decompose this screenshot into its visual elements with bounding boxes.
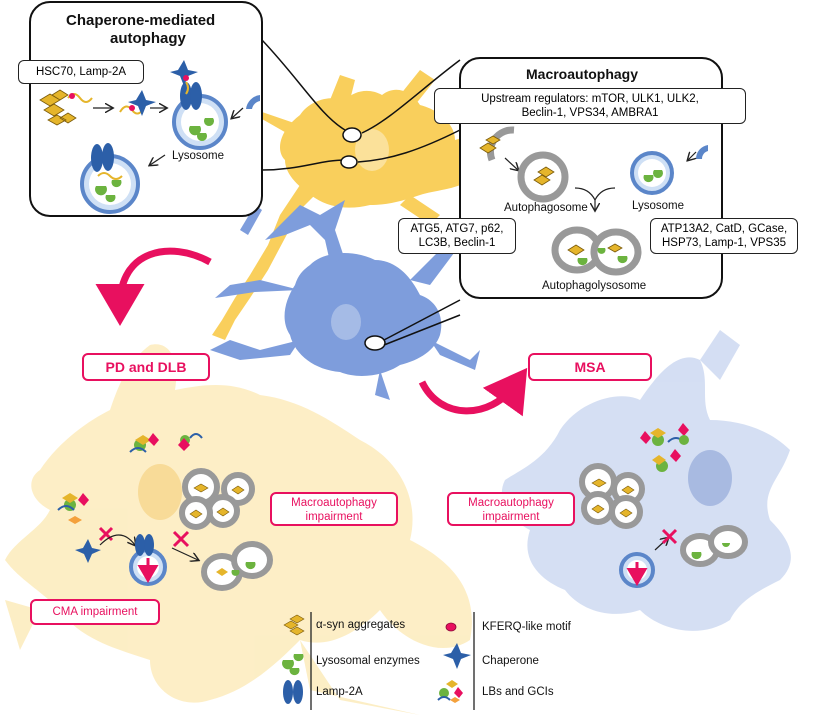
faded-blue-nucleus	[688, 450, 732, 506]
macro-autophagosome	[517, 151, 569, 203]
pd-macro-impairment-line2: impairment	[305, 511, 363, 523]
cma-arrow-3	[232, 107, 244, 118]
legend-label-lamp2a: Lamp-2A	[316, 686, 363, 698]
macro-lysosome-label: Lysosome	[632, 200, 684, 212]
macro-upstream-line2: Beclin-1, VPS34, AMBRA1	[521, 107, 659, 119]
macro-right-markers-box: ATP13A2, CatD, GCase, HSP73, Lamp-1, VPS…	[650, 218, 798, 254]
blue-neuron	[210, 200, 480, 400]
legend-kferq-icon	[445, 622, 457, 632]
macro-upstream-box: Upstream regulators: mTOR, ULK1, ULK2, B…	[434, 88, 746, 124]
cma-title-line1: Chaperone-mediated	[66, 12, 216, 29]
pd-autophagosomes	[179, 468, 255, 530]
cma-aggregates-left	[39, 89, 93, 126]
legend-lamp2a-icon	[283, 680, 303, 704]
msa-macro-impairment-line2: impairment	[482, 511, 540, 523]
cma-membrane-fragment	[246, 95, 260, 109]
cma-title-line2: autophagy	[110, 30, 186, 47]
legend-inclusion-icon	[437, 680, 463, 703]
macro-arrow-1	[504, 157, 518, 170]
macro-arrow-2	[688, 152, 696, 160]
legend-enzyme-icon	[282, 654, 304, 676]
macro-autophagolysosome	[551, 226, 642, 276]
cma-arrow-4	[150, 154, 166, 165]
macro-left-markers-box: ATG5, ATG7, p62, LC3B, Beclin-1	[398, 218, 516, 254]
legend-chaperone-icon	[443, 643, 471, 669]
msa-macro-impairment-label: Macroautophagy impairment	[447, 492, 575, 526]
msa-macro-block-icon	[661, 528, 678, 545]
pd-macro-arrow	[171, 547, 198, 560]
legend-label-kferq: KFERQ-like motif	[482, 621, 571, 633]
pd-lysosome	[129, 534, 167, 586]
pd-autophagolysosome	[201, 541, 273, 591]
macro-left-markers-line2: LC3B, Beclin-1	[418, 237, 496, 249]
macro-right-markers-line2: HSP73, Lamp-1, VPS35	[661, 237, 786, 249]
zoom-connectors	[261, 39, 461, 351]
pd-macro-impairment-line1: Macroautophagy	[291, 497, 377, 509]
cma-panel	[29, 1, 263, 217]
msa-autophagosomes	[579, 463, 645, 529]
legend-label-chaperone: Chaperone	[482, 655, 539, 667]
macro-title: Macroautophagy	[526, 66, 639, 82]
macro-autophagosome-label: Autophagosome	[504, 202, 588, 214]
msa-autophagolysosome	[680, 525, 748, 567]
pd-cma-arrow	[99, 534, 135, 545]
macro-phagophore	[479, 126, 515, 162]
macro-left-markers-line1: ATG5, ATG7, p62,	[410, 223, 504, 235]
msa-lysosome	[619, 552, 655, 588]
macro-upstream-line1: Upstream regulators: mTOR, ULK1, ULK2,	[481, 93, 699, 105]
macro-lysosome	[630, 151, 674, 195]
cma-chaperone-complex	[119, 90, 156, 116]
cma-impairment-label: CMA impairment	[30, 599, 160, 625]
cma-markers-box: HSC70, Lamp-2A	[18, 60, 144, 84]
arrow-to-msa	[418, 367, 528, 417]
macro-autophagolysosome-label: Autophagolysosome	[542, 280, 647, 292]
pd-chaperone-icon	[75, 539, 101, 563]
faded-blue-neuron	[501, 330, 791, 631]
macro-right-markers-line1: ATP13A2, CatD, GCase,	[660, 223, 788, 235]
cma-lysosome-label: Lysosome	[172, 150, 224, 162]
msa-inclusions	[640, 423, 689, 472]
legend-label-enzymes: Lysosomal enzymes	[316, 655, 420, 667]
arrow-to-pd-dlb	[95, 247, 212, 326]
cma-lysosome-top	[170, 60, 228, 150]
cma-lysosome-bottom	[80, 143, 140, 214]
pd-inclusions	[57, 433, 203, 524]
legend-aggregate-icon	[283, 614, 305, 636]
msa-label: MSA	[528, 353, 652, 381]
pd-macro-block-icon	[172, 530, 190, 548]
pd-dlb-label: PD and DLB	[82, 353, 210, 381]
macro-membrane-fragment	[695, 145, 708, 159]
faded-yellow-nucleus	[138, 464, 182, 520]
pd-macro-impairment-label: Macroautophagy impairment	[270, 492, 398, 526]
msa-macro-impairment-line1: Macroautophagy	[468, 497, 554, 509]
legend-label-aggregates: α-syn aggregates	[316, 619, 406, 631]
legend-label-inclusions: LBs and GCIs	[482, 686, 554, 698]
